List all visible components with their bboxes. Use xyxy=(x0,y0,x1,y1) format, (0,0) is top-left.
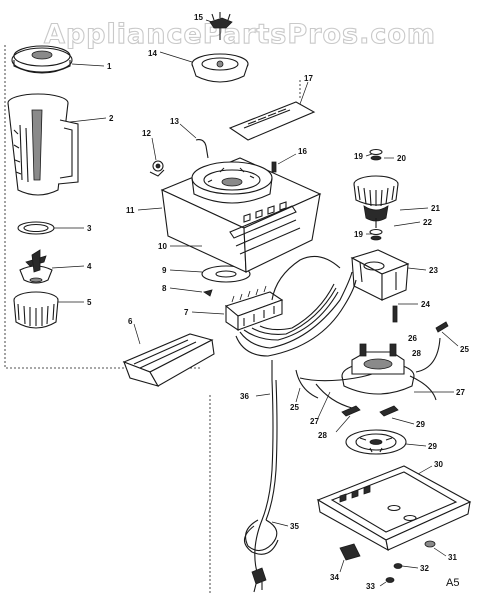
callout-23: 23 xyxy=(429,266,438,275)
part-jar xyxy=(7,93,79,196)
callout-17: 17 xyxy=(304,74,313,83)
callout-35: 35 xyxy=(290,522,299,531)
part-wire-tie xyxy=(435,321,449,333)
part-lid xyxy=(11,45,73,74)
callout-29b: 29 xyxy=(428,442,437,451)
callout-1: 1 xyxy=(107,62,112,71)
callout-15: 15 xyxy=(194,13,203,22)
part-switch-block xyxy=(224,285,284,332)
callout-30: 30 xyxy=(434,460,443,469)
part-brushes xyxy=(341,405,399,417)
callout-19a: 19 xyxy=(354,152,363,161)
callout-20: 20 xyxy=(397,154,406,163)
callout-32: 32 xyxy=(420,564,429,573)
callout-12: 12 xyxy=(142,129,151,138)
part-screw-16 xyxy=(271,161,277,173)
callout-3: 3 xyxy=(87,224,92,233)
callout-26: 26 xyxy=(408,334,417,343)
sheet-code: A5 xyxy=(446,577,459,589)
callout-22: 22 xyxy=(423,218,432,227)
part-screw-24 xyxy=(392,305,398,323)
part-rating-label xyxy=(339,543,361,561)
watermark: AppliancePartsPros.com xyxy=(44,19,436,50)
callout-28b: 28 xyxy=(318,431,327,440)
callout-28a: 28 xyxy=(412,349,421,358)
part-stator xyxy=(350,249,410,301)
callout-21: 21 xyxy=(431,204,440,213)
callout-19b: 19 xyxy=(354,230,363,239)
part-armature xyxy=(353,175,399,241)
part-bottom-plate xyxy=(316,465,472,552)
callout-6: 6 xyxy=(128,317,133,326)
part-jar-bottom xyxy=(13,291,59,329)
callout-25b: 25 xyxy=(290,403,299,412)
callout-16: 16 xyxy=(298,147,307,156)
callout-14: 14 xyxy=(148,49,157,58)
part-feet xyxy=(385,540,436,583)
part-blade-assembly xyxy=(19,249,53,284)
callout-4: 4 xyxy=(87,262,92,271)
leader-lines xyxy=(51,19,459,587)
part-wire-clip xyxy=(195,139,209,159)
part-label-plate xyxy=(228,101,316,141)
part-washers-top xyxy=(369,148,383,161)
part-power-cord xyxy=(243,379,279,593)
callout-33: 33 xyxy=(366,582,375,591)
callout-36: 36 xyxy=(240,392,249,401)
callout-29a: 29 xyxy=(416,420,425,429)
callout-27a: 27 xyxy=(456,388,465,397)
callout-25a: 25 xyxy=(460,345,469,354)
callout-11: 11 xyxy=(126,206,135,215)
part-motor-mount xyxy=(341,343,415,395)
callout-31: 31 xyxy=(448,553,457,562)
internal-wiring xyxy=(235,255,441,409)
part-tray xyxy=(122,333,215,387)
callout-5: 5 xyxy=(87,298,92,307)
callout-9: 9 xyxy=(162,266,167,275)
part-drive-cup xyxy=(191,53,249,83)
callout-7: 7 xyxy=(184,308,189,317)
part-fan-disc xyxy=(345,429,407,455)
part-coupler xyxy=(209,12,233,40)
part-base-housing xyxy=(160,157,322,273)
callout-2: 2 xyxy=(109,114,114,123)
part-knob xyxy=(149,160,165,177)
callout-10: 10 xyxy=(158,242,167,251)
callout-34: 34 xyxy=(330,573,339,582)
callout-24: 24 xyxy=(421,300,430,309)
callout-13: 13 xyxy=(170,117,179,126)
callout-27b: 27 xyxy=(310,417,319,426)
part-gasket xyxy=(17,221,55,235)
callout-8: 8 xyxy=(162,284,167,293)
callout-labels: 1 2 3 4 5 6 7 8 9 10 11 12 13 14 15 16 1… xyxy=(87,13,469,591)
